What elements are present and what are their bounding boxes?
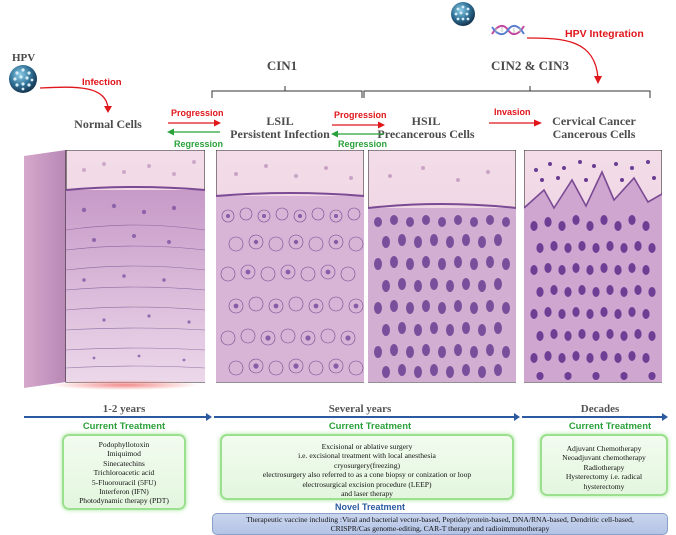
novel-treatment-line: Therapeutic vaccine including :Viral and… (246, 515, 634, 524)
treatment-item: Photodynamic therapy (PDT) (79, 496, 169, 506)
progression-regression-arrows-2 (331, 121, 385, 138)
hpv-virus-icon (9, 65, 37, 93)
tissue-hsil-drawing (367, 149, 517, 383)
treatment-item: Podophyllotoxin (98, 440, 150, 449)
timeline-label-2: Several years (328, 403, 392, 415)
regression-label-2: Regression (338, 139, 388, 149)
tissue-lsil-drawing (215, 149, 365, 383)
hpv-integration-arrow (526, 37, 602, 84)
lsil-subtitle: Persistent Infection (230, 127, 330, 141)
dna-icon (491, 24, 525, 36)
group-brackets (211, 86, 651, 98)
treatment-box-late: Adjuvant Chemotherapy Neoadjuvant chemot… (540, 434, 668, 496)
tissue-normal (24, 149, 206, 390)
timeline-arrows (24, 413, 668, 421)
hpv-integration-label: HPV Integration (565, 28, 644, 40)
treatment-item: Interferon (IFN) (99, 487, 149, 497)
invasion-arrow (489, 119, 542, 127)
hsil-title: HSIL (411, 114, 441, 128)
current-treatment-label-2: Current Treatment (328, 421, 412, 432)
treatment-item: i.e. excisional treatment with local ane… (298, 451, 436, 461)
treatment-box-middle: Excisional or ablative surgery i.e. exci… (220, 434, 514, 500)
hpv-label: HPV (12, 52, 36, 64)
tissue-hsil (367, 149, 517, 390)
tissue-shadow (50, 380, 200, 390)
stage-title-cancer: Cervical Cancer Cancerous Cells (540, 115, 648, 141)
treatment-item: Hysterectomy i.e. radical hysterectomy (565, 472, 643, 491)
treatment-item: electrosurgical excision procedure (LEEP… (302, 479, 432, 489)
tissue-normal-drawing (24, 149, 206, 388)
hpv-virus-icon-2 (451, 2, 475, 26)
treatment-item: Sinecatechins (103, 458, 145, 468)
treatment-item: Neoadjuvant chemotherapy (562, 453, 646, 463)
timeline-label-1: 1-2 years (102, 403, 146, 415)
cin1-label: CIN1 (266, 58, 298, 73)
novel-treatment-box: Therapeutic vaccine including :Viral and… (212, 513, 668, 535)
treatment-item: Radiotherapy (583, 462, 625, 472)
treatment-box-early: Podophyllotoxin Imiquimod Sinecatechins … (62, 434, 186, 510)
tissue-cancer (523, 149, 663, 390)
stage-title-normal: Normal Cells (74, 117, 142, 131)
cancer-subtitle: Cancerous Cells (552, 127, 636, 141)
treatment-item: Excisional or ablative surgery (321, 442, 413, 451)
treatment-item: Imiquimod (107, 449, 141, 459)
tissue-cancer-drawing (523, 149, 663, 383)
lsil-title: LSIL (266, 114, 294, 128)
infection-arrow (39, 86, 112, 113)
current-treatment-label-3: Current Treatment (568, 421, 652, 432)
tissue-lsil (215, 149, 365, 390)
invasion-label: Invasion (494, 107, 531, 117)
progression-regression-arrows-1 (167, 119, 221, 136)
novel-treatment-label: Novel Treatment (334, 502, 406, 512)
hsil-subtitle: Precancerous Cells (377, 127, 475, 141)
novel-treatment-line: CRISPR/Cas genome-editing, CAR-T therapy… (330, 524, 550, 534)
current-treatment-label-1: Current Treatment (82, 421, 166, 432)
timeline-label-3: Decades (580, 403, 620, 415)
cin23-label: CIN2 & CIN3 (491, 58, 569, 73)
stage-title-lsil: LSIL Persistent Infection (222, 115, 338, 141)
regression-label-1: Regression (174, 139, 224, 149)
treatment-item: electrosurgery also referred to as a con… (262, 470, 472, 480)
progression-label-1: Progression (171, 108, 224, 118)
stage-title-hsil: HSIL Precancerous Cells (373, 115, 479, 141)
treatment-item: Trichloroacetic acid (93, 468, 155, 478)
treatment-item: 5-Fluorouracil (5FU) (91, 477, 157, 487)
treatment-item: Adjuvant Chemotherapy (566, 444, 642, 453)
cancer-title: Cervical Cancer (552, 114, 636, 128)
infection-label: Infection (82, 77, 122, 88)
treatment-item: cryosurgery(freezing) (333, 460, 401, 470)
treatment-item: and laser therapy (341, 489, 393, 499)
progression-label-2: Progression (334, 110, 387, 120)
